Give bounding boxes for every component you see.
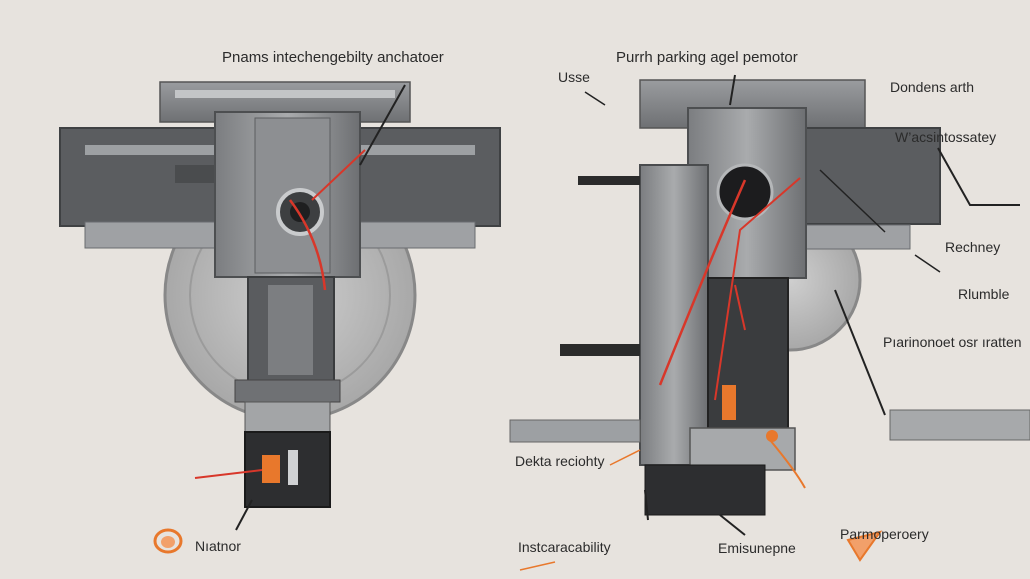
- right-orange-marker-icon: [846, 530, 883, 562]
- label-wasiness: W’acsintossatey: [895, 129, 997, 145]
- label-left-bottom: Nıatnor: [195, 538, 241, 554]
- label-left-title: Pnams intechengebilty anchatoer: [222, 49, 444, 66]
- right-horizontal-arm: [794, 127, 941, 225]
- label-instcara: Instcaracability: [518, 539, 611, 555]
- label-rumble: Rlumble: [958, 286, 1010, 302]
- label-use: Usse: [558, 69, 590, 85]
- left-bottom-unit: [244, 431, 331, 508]
- label-emisune: Emisunepne: [718, 540, 796, 556]
- right-left-rod: [509, 419, 641, 443]
- left-orange-marker-icon: [153, 528, 183, 554]
- label-parinoset: Pıarinonoet osr ıratten: [883, 334, 1022, 350]
- label-right-title: Purrh parking agel pemotor: [616, 49, 798, 66]
- right-actuator: [509, 74, 1030, 571]
- label-parmor: Parmoperoery: [840, 526, 929, 542]
- label-dekta: Dekta reciohty: [515, 453, 605, 469]
- right-port: [716, 163, 774, 221]
- label-rechney: Rechney: [945, 239, 1001, 255]
- right-column: [639, 164, 709, 466]
- label-bondens: Dondens arth: [890, 79, 975, 95]
- left-actuator: [59, 81, 501, 531]
